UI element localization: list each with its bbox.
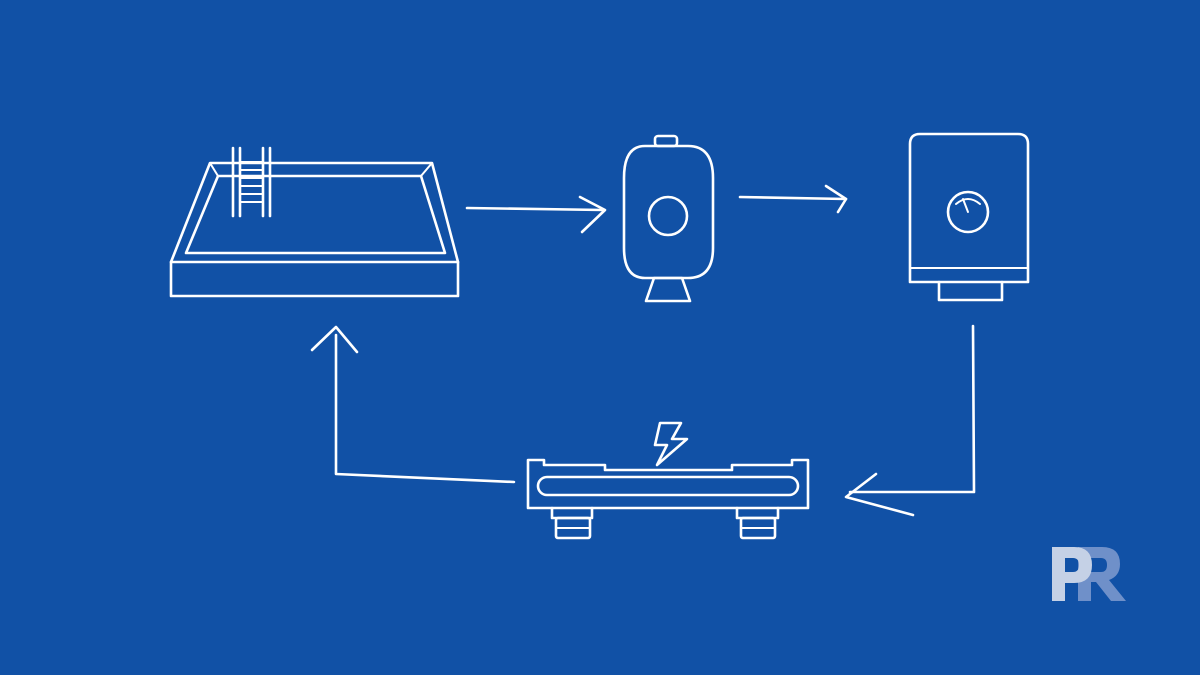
uv-sterilizer-lightning-icon — [526, 421, 810, 540]
logo-letter-p — [1052, 547, 1092, 601]
pool-ladder-icon — [231, 146, 272, 218]
pool-heater-gauge-icon — [908, 132, 1030, 302]
pr-logo: PR — [1050, 545, 1128, 603]
arrow-uv-to-pool — [310, 325, 516, 484]
arrow-heater-to-uv — [844, 324, 976, 517]
swimming-pool-icon — [169, 161, 460, 298]
sand-filter-tank-icon — [622, 134, 715, 303]
pr-logo-icon — [1052, 547, 1126, 601]
arrow-pool-to-filter — [465, 195, 607, 234]
arrow-filter-to-heater — [738, 184, 848, 214]
